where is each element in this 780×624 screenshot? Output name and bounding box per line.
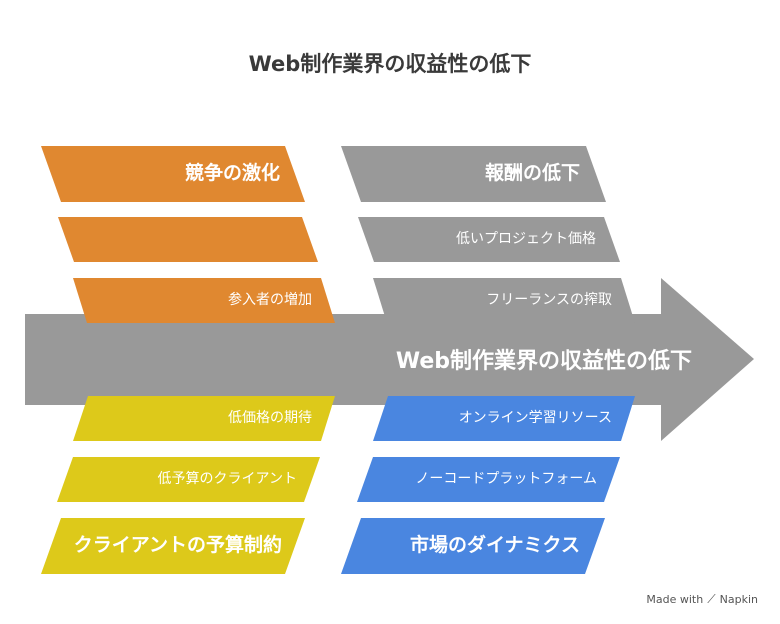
client-item-1-shape <box>73 396 335 441</box>
pricing-item-1-label: 低いプロジェクト価格 <box>456 230 596 247</box>
competition-header-shape <box>41 146 305 202</box>
client-item-1-label: 低価格の期待 <box>228 409 312 426</box>
client-item-2-shape <box>57 457 320 502</box>
competition-item-1-shape <box>58 217 318 262</box>
market-item-1-label: オンライン学習リソース <box>458 409 612 426</box>
client-header-label: クライアントの予算制約 <box>73 534 282 557</box>
market-header-label: 市場のダイナミクス <box>409 534 580 557</box>
client-header-shape <box>41 518 305 574</box>
napkin-brand-text: Napkin <box>719 593 758 606</box>
competition-item-2-shape <box>73 278 335 323</box>
diagram-title: Web制作業界の収益性の低下 <box>248 52 532 76</box>
pricing-item-1-shape <box>358 217 620 262</box>
competition-item-2-label: 参入者の増加 <box>228 291 312 308</box>
client-item-2-label: 低予算のクライアント <box>157 470 297 487</box>
pricing-item-2-shape <box>373 278 635 323</box>
competition-header-label: 競争の激化 <box>184 162 280 185</box>
made-with-credit[interactable]: Made with ⟋ Napkin <box>646 592 758 607</box>
pricing-item-2-label: フリーランスの搾取 <box>486 291 612 308</box>
competition-item-1-label <box>75 217 295 262</box>
market-item-2-label: ノーコードプラットフォーム <box>415 470 597 487</box>
market-item-2-shape <box>357 457 620 502</box>
market-item-1-shape <box>373 396 635 441</box>
pricing-header-label: 報酬の低下 <box>484 162 580 185</box>
made-with-text: Made with <box>646 593 704 606</box>
spine-label: Web制作業界の収益性の低下 <box>395 349 692 374</box>
market-header-shape <box>341 518 605 574</box>
pricing-header-shape <box>341 146 606 202</box>
napkin-logo-icon: ⟋ <box>707 592 716 606</box>
